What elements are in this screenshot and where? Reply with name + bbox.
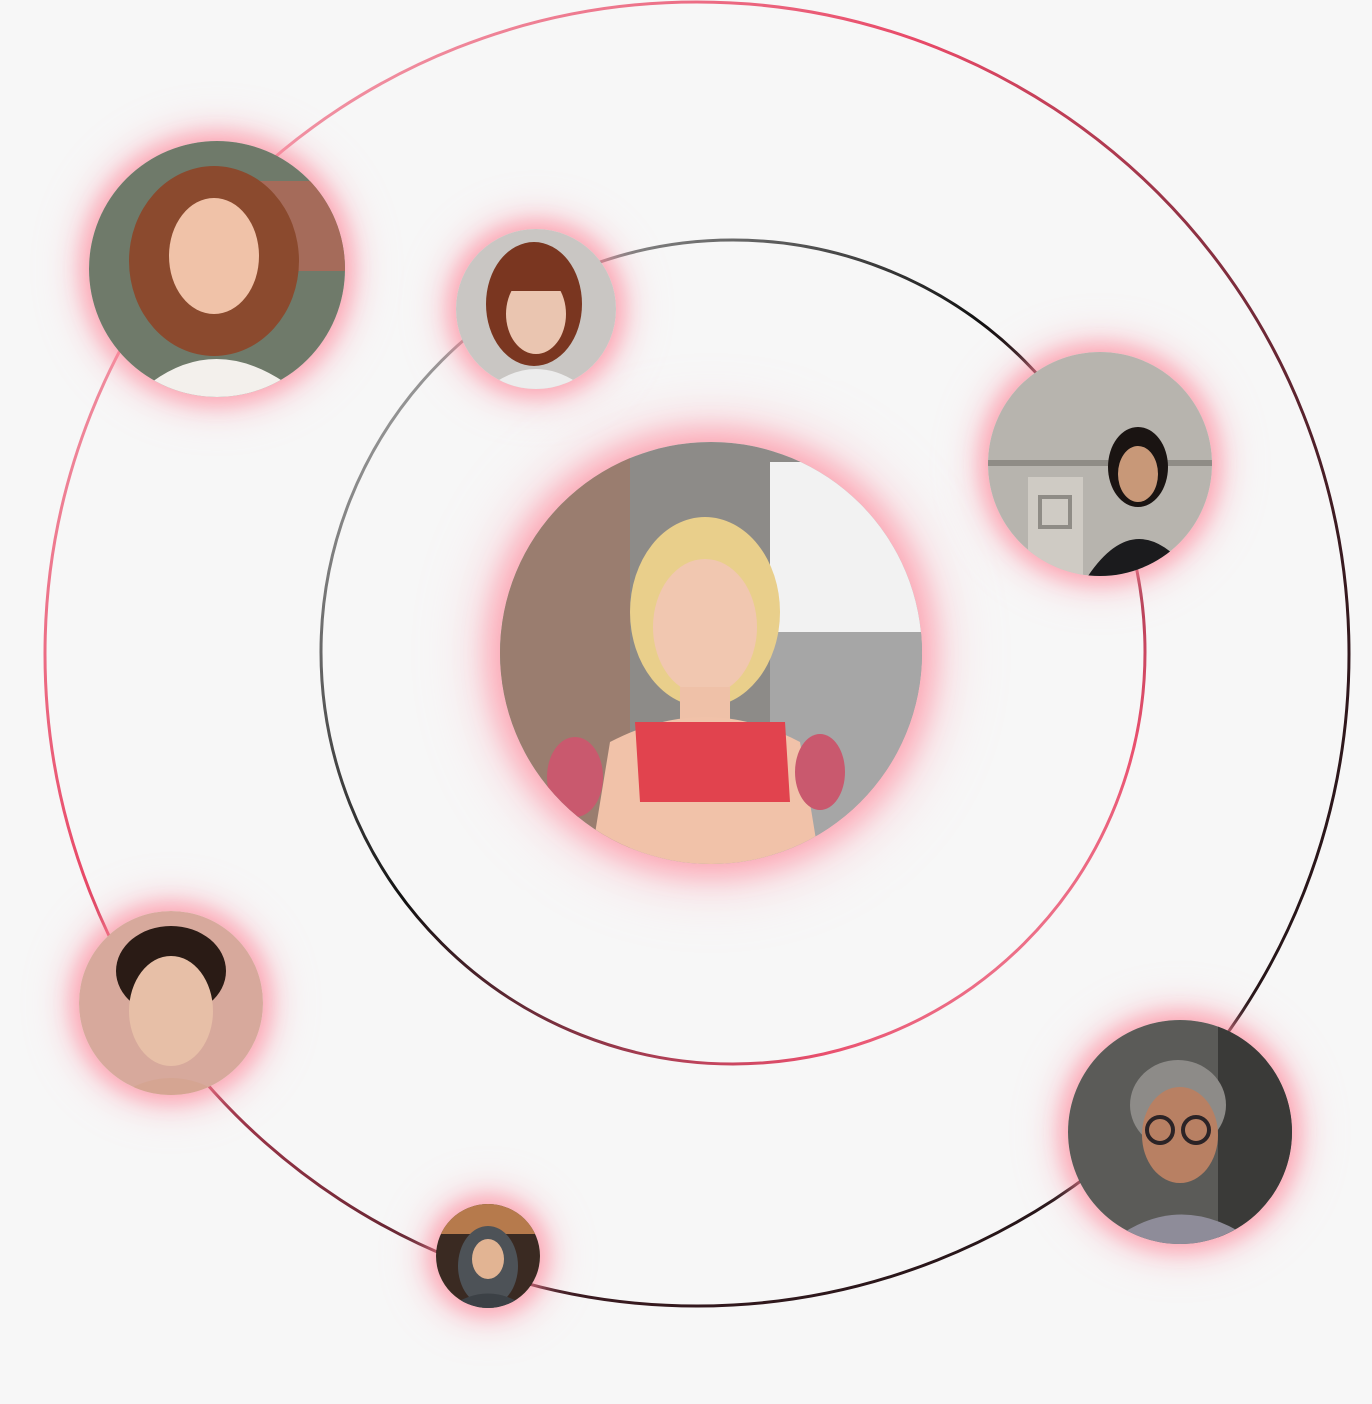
avatar-woman-glasses-grey-hair[interactable] — [1068, 1020, 1292, 1244]
person-portrait-icon — [89, 141, 345, 397]
person-portrait-icon — [1068, 1020, 1292, 1244]
avatar-center-woman-dumbbells[interactable] — [500, 442, 922, 864]
avatar-woman-short-black-hair[interactable] — [988, 352, 1212, 576]
person-portrait-icon — [500, 442, 922, 864]
avatar-woman-curly-brown-hair[interactable] — [89, 141, 345, 397]
outer-orbit-ring — [43, 0, 1351, 1308]
avatar-woman-hijab[interactable] — [436, 1204, 540, 1308]
avatar-woman-red-bangs[interactable] — [456, 229, 616, 389]
person-portrait-icon — [456, 229, 616, 389]
avatar-woman-dark-bun[interactable] — [79, 911, 263, 1095]
person-portrait-icon — [79, 911, 263, 1095]
inner-orbit-ring — [319, 238, 1147, 1066]
person-portrait-icon — [436, 1204, 540, 1308]
person-portrait-icon — [988, 352, 1212, 576]
